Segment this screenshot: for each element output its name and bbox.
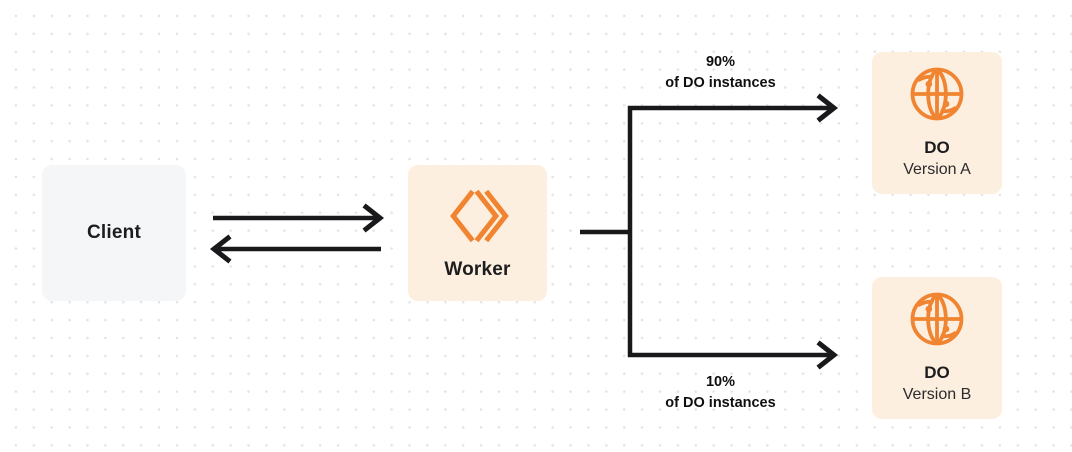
edge-label-do-a-percent: 90% [705,54,736,70]
edge-client-to-worker-arrowhead [362,203,385,233]
edge-to-do-b-arrowhead [816,340,839,370]
node-do-version-a-label: DO [924,137,950,157]
edge-label-do-a-text: of DO instances [665,74,776,91]
globe-icon [908,290,966,348]
node-worker-label: Worker [444,258,511,280]
node-do-version-b-label: DO [924,362,950,382]
cloudflare-workers-icon [447,185,509,247]
node-client[interactable]: Client [42,165,186,301]
node-do-version-a-sublabel: Version A [903,161,971,179]
globe-icon [908,65,966,123]
node-do-version-b[interactable]: DO Version B [872,277,1002,419]
node-worker[interactable]: Worker [408,165,547,301]
edge-worker-to-client-arrowhead [209,234,232,264]
edge-label-do-a: 90% of DO instances [628,52,813,93]
edge-label-do-b-text: of DO instances [665,394,776,411]
node-do-version-b-sublabel: Version B [902,386,972,404]
node-client-label: Client [87,221,141,243]
edge-to-do-a-arrowhead [816,93,839,123]
edge-label-do-b-percent: 10% [705,374,736,390]
edge-label-do-b: 10% of DO instances [628,372,813,413]
node-do-version-a[interactable]: DO Version A [872,52,1002,194]
